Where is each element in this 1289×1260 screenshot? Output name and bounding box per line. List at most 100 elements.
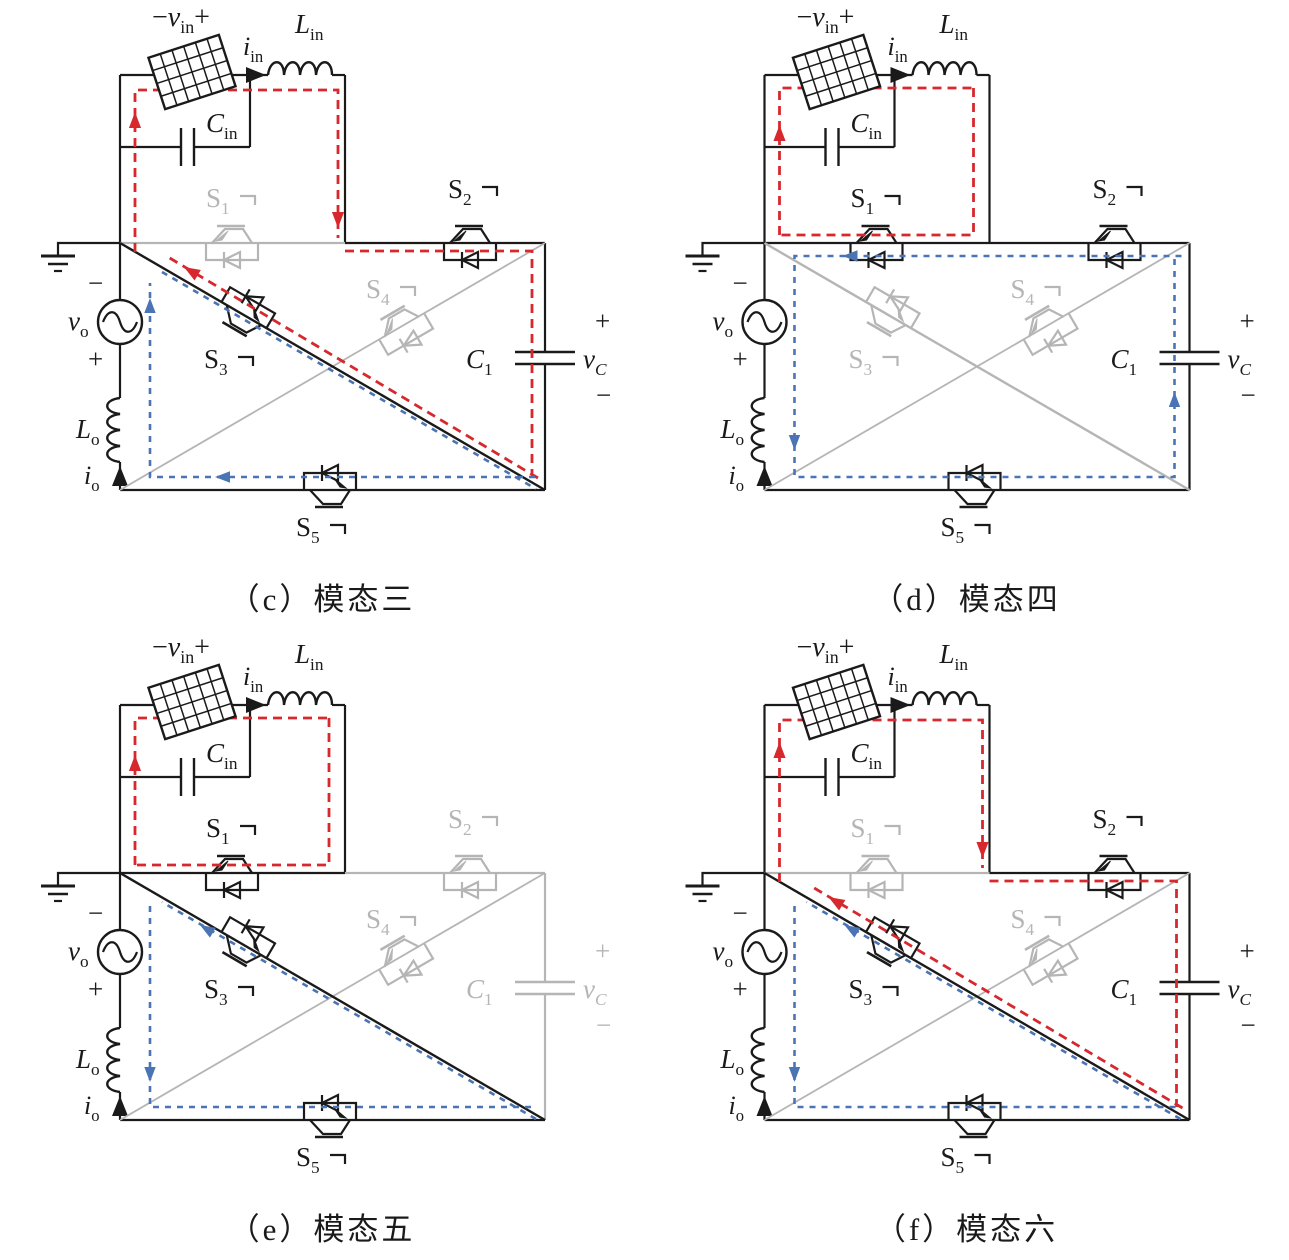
wire <box>204 873 260 892</box>
blue-flow-arrow <box>1168 392 1181 407</box>
label-vc-plus: + <box>595 936 610 966</box>
igbt-gate <box>1024 304 1050 321</box>
igbt-body <box>211 227 253 244</box>
gate-lead-mark <box>330 523 347 534</box>
switch-S5 <box>302 463 358 509</box>
label-vc: vC <box>583 974 607 1009</box>
igbt-body <box>383 938 420 968</box>
blue-flow-arrow <box>842 250 858 262</box>
igbt-body <box>1093 227 1136 244</box>
label-lo: Lo <box>720 414 745 449</box>
igbt-body <box>855 857 898 874</box>
label-lo: Lo <box>75 1044 100 1079</box>
label-cin: Cin <box>206 738 238 773</box>
switch-S3 <box>865 915 922 968</box>
inductor-lo <box>106 396 121 464</box>
red-flow-arrow <box>828 897 846 911</box>
diode <box>459 250 480 270</box>
inductor-lin <box>266 691 334 706</box>
label-vo-minus: − <box>88 898 103 928</box>
switch-S2 <box>442 854 498 900</box>
label-lin: Lin <box>294 9 324 44</box>
label-vc: vC <box>583 344 607 379</box>
ground-lead <box>701 871 765 885</box>
diode <box>221 880 242 900</box>
gate-lead-mark <box>238 355 255 366</box>
igbt-body <box>870 934 907 964</box>
igbt-arrow <box>858 860 873 872</box>
igbt-arrow <box>386 948 394 965</box>
label-s2: S2 <box>448 804 472 839</box>
wire <box>849 243 904 262</box>
pv-grid <box>152 677 224 702</box>
igbt-body <box>1093 857 1136 874</box>
diode <box>1104 880 1124 900</box>
gate-lead-mark <box>330 1153 347 1164</box>
red-current-path <box>133 716 331 867</box>
red-flow-arrow <box>773 125 786 141</box>
diagonal-wire <box>763 241 1191 492</box>
label-lin: Lin <box>294 639 324 674</box>
blue-flow-arrow <box>844 925 861 938</box>
blue-flow-arrow <box>788 1067 801 1082</box>
diode <box>888 295 910 314</box>
wire <box>220 285 277 329</box>
switch-S4 <box>1023 934 1080 987</box>
label-s4: S4 <box>1011 904 1035 939</box>
pv-grid <box>805 72 877 97</box>
label-s2: S2 <box>1093 174 1117 209</box>
label-s4: S4 <box>366 274 390 309</box>
wire <box>865 285 922 329</box>
igbt-body <box>449 857 491 874</box>
pv-grid <box>160 702 232 727</box>
iin-current-arrow <box>890 67 911 83</box>
caption-mode4: （d）模态四 <box>872 582 1061 617</box>
switch-S1 <box>849 224 904 270</box>
wire <box>302 1101 358 1120</box>
igbt-arrow <box>978 477 993 489</box>
label-io: io <box>84 1091 100 1125</box>
label-vo-plus: + <box>733 974 748 1004</box>
igbt-body <box>309 489 351 506</box>
blue-flow-arrow <box>144 1067 156 1082</box>
igbt-arrow <box>214 860 229 872</box>
pv-grid <box>796 47 868 72</box>
label-vo-plus: + <box>733 344 748 374</box>
label-s5: S5 <box>296 512 320 547</box>
red-flow-arrow <box>128 755 142 771</box>
label-s1: S1 <box>206 813 230 848</box>
switch-S5 <box>302 1093 358 1139</box>
io-current-arrow <box>756 466 773 486</box>
gate-lead-mark <box>482 185 499 196</box>
red-current-path <box>778 86 975 237</box>
blue-current-path <box>793 900 1182 1121</box>
igbt-arrow <box>333 1107 348 1119</box>
label-cin: Cin <box>851 738 883 773</box>
inductor-lin <box>911 61 978 76</box>
igbt-gate <box>866 321 892 338</box>
pv-grid <box>160 72 232 97</box>
diode <box>221 250 242 270</box>
wire <box>220 915 277 959</box>
diagonal-wire <box>119 871 546 1122</box>
wire <box>378 313 435 357</box>
pv-grid <box>805 702 877 727</box>
iin-current-arrow <box>246 67 266 83</box>
label-s2: S2 <box>448 174 472 209</box>
switch-S5 <box>947 463 1002 509</box>
switch-S1 <box>204 224 260 270</box>
label-io: io <box>729 1091 745 1125</box>
label-vo: vo <box>713 306 734 341</box>
wire <box>204 243 260 262</box>
label-cin: Cin <box>206 108 238 143</box>
gate-lead-mark <box>974 523 991 534</box>
pv-grid <box>156 59 228 85</box>
igbt-arrow <box>1030 318 1038 335</box>
